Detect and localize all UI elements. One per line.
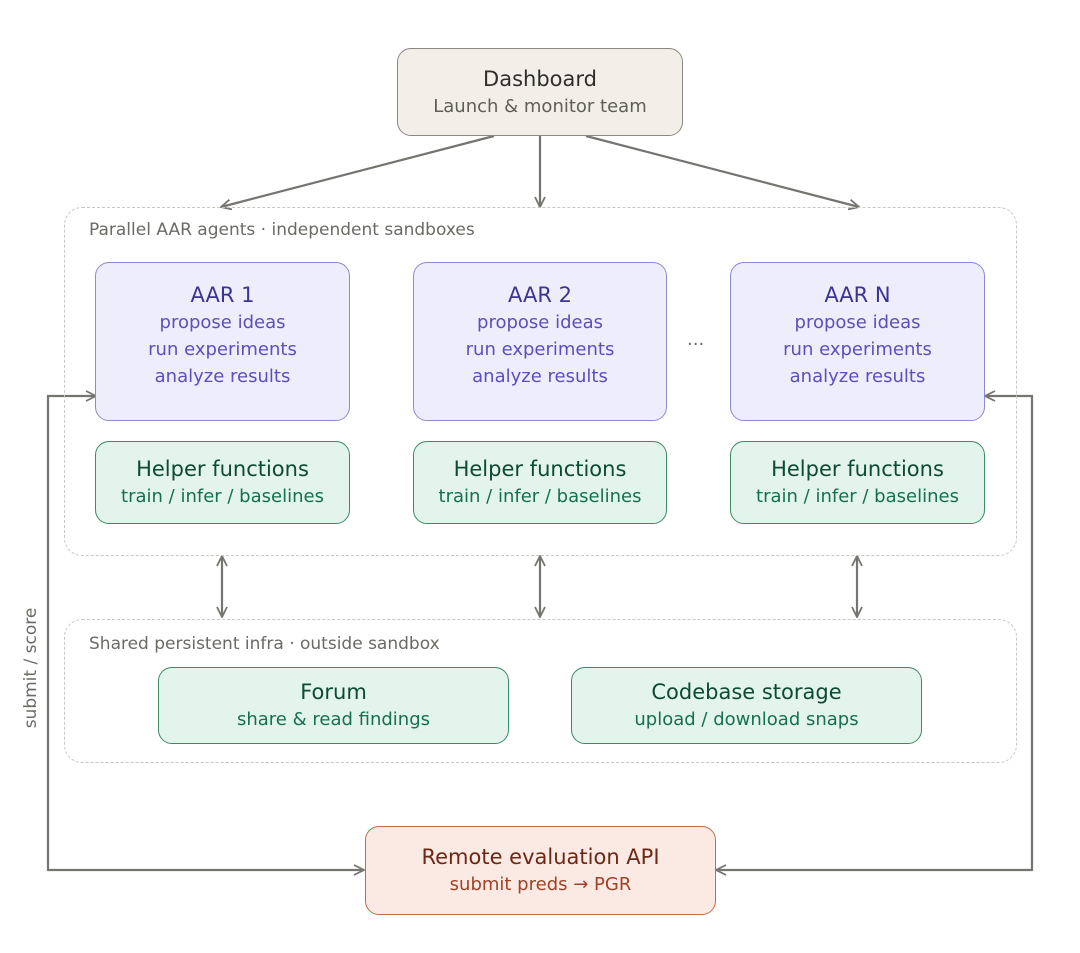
dashboard-node: Dashboard Launch & monitor team [397,48,683,136]
aar-node: AAR N propose ideas run experiments anal… [730,262,985,421]
aar-task-analyze: analyze results [472,366,608,387]
api-subtitle: submit preds → PGR [449,874,632,895]
aar-task-propose: propose ideas [477,312,603,333]
more-agents-ellipsis: ··· [687,334,705,355]
dashboard-to-aarn-arrow [585,134,859,207]
helper-title: Helper functions [136,457,309,481]
codebase-storage-node: Codebase storage upload / download snaps [571,667,922,744]
submit-score-label: submit / score [21,607,41,729]
codebase-storage-title: Codebase storage [651,680,842,704]
parallel-agents-group [64,207,1017,556]
aar-task-propose: propose ideas [794,312,921,333]
aar-title: AAR N [824,283,891,307]
forum-title: Forum [300,680,367,704]
aar-task-analyze: analyze results [789,366,926,387]
helper-subtitle: train / infer / baselines [756,486,959,507]
helper-functions-node: Helper functions train / infer / baselin… [413,441,667,524]
helper-functions-node: Helper functions train / infer / baselin… [730,441,985,524]
aar-title: AAR 1 [190,283,255,307]
aar-task-run: run experiments [465,339,615,360]
aar-task-run: run experiments [783,339,932,360]
parallel-agents-group-label: Parallel AAR agents · independent sandbo… [89,220,475,240]
helper-subtitle: train / infer / baselines [121,486,324,507]
shared-infra-group-label: Shared persistent infra · outside sandbo… [89,634,440,654]
helper-title: Helper functions [453,457,627,481]
helper-title: Helper functions [771,457,944,481]
codebase-storage-subtitle: upload / download snaps [634,709,859,730]
aar-task-analyze: analyze results [154,366,291,387]
helper-subtitle: train / infer / baselines [438,486,642,507]
aar-node: AAR 1 propose ideas run experiments anal… [95,262,350,421]
shared-infra-group [64,619,1017,763]
api-title: Remote evaluation API [421,845,660,869]
submit-score-right-loop [716,396,1034,870]
aar-task-run: run experiments [148,339,297,360]
aar-node: AAR 2 propose ideas run experiments anal… [413,262,667,421]
dashboard-title: Dashboard [483,66,597,91]
aar-title: AAR 2 [508,283,572,307]
remote-evaluation-api-node: Remote evaluation API submit preds → PGR [365,826,716,915]
submit-score-left-loop [46,396,364,870]
aar-task-propose: propose ideas [159,312,286,333]
forum-subtitle: share & read findings [236,709,431,730]
dashboard-to-aar1-arrow [221,134,495,207]
dashboard-subtitle: Launch & monitor team [433,95,647,117]
helper-functions-node: Helper functions train / infer / baselin… [95,441,350,524]
forum-node: Forum share & read findings [158,667,509,744]
